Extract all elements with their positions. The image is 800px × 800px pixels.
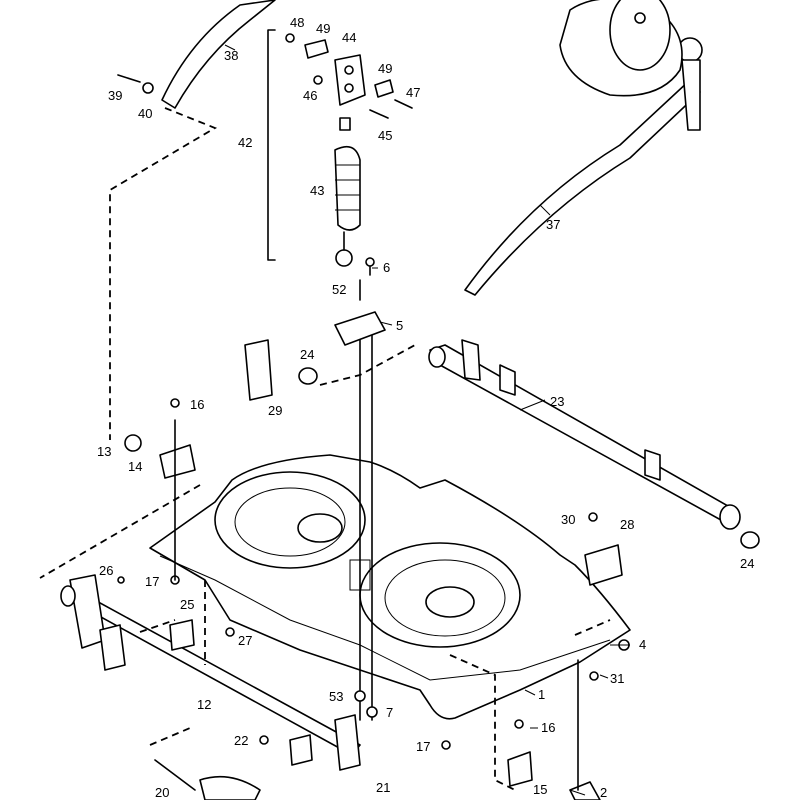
callout-22: 22 [234,733,248,748]
gauge-wheel [559,0,683,97]
front-axle-23 [428,339,741,530]
callout-21: 21 [376,780,390,795]
callout-42: 42 [238,135,252,150]
callout-45: 45 [378,128,392,143]
callout-27: 27 [238,633,252,648]
callout-16-upper: 16 [190,397,204,412]
callout-39: 39 [108,88,122,103]
bracket-25 [169,619,195,651]
bracket-28 [584,544,623,586]
mower-deck [149,454,631,720]
bushing-13 [124,434,142,452]
callout-40: 40 [138,106,152,121]
fasteners [117,74,630,750]
callout-25: 25 [180,597,194,612]
bracket-2 [569,781,601,800]
bracket-29 [244,339,273,401]
callout-7: 7 [386,705,393,720]
label-leaders [224,44,630,796]
pin-20 [154,759,196,791]
callout-24-lower: 24 [740,556,754,571]
callout-20: 20 [155,785,169,800]
bracket-15 [507,751,533,787]
callout-46: 46 [303,88,317,103]
lift-arm-38 [161,0,276,109]
callout-52: 52 [332,282,346,297]
rear-axle-12 [60,574,361,771]
bushing-24-lower [740,531,760,549]
callout-47: 47 [406,85,420,100]
callout-37: 37 [546,217,560,232]
callout-15: 15 [533,782,547,797]
callout-23: 23 [550,394,564,409]
callout-17-bottom: 17 [416,739,430,754]
wheel-21 [199,775,261,800]
callout-53: 53 [329,689,343,704]
callout-5: 5 [396,318,403,333]
spring-assembly [267,29,413,267]
callout-16-lower: 16 [541,720,555,735]
callout-31: 31 [610,671,624,686]
callout-13: 13 [97,444,111,459]
callout-28: 28 [620,517,634,532]
callout-30: 30 [561,512,575,527]
bracket-5 [334,257,386,346]
callout-44: 44 [342,30,356,45]
callout-38: 38 [224,48,238,63]
callout-26: 26 [99,563,113,578]
callout-43: 43 [310,183,324,198]
callout-17-left: 17 [145,574,159,589]
dashed-guides [39,107,611,791]
callout-29: 29 [268,403,282,418]
bracket-14 [159,444,196,479]
callout-49-lower: 49 [378,61,392,76]
callout-labels: 1 2 4 5 6 7 12 13 14 15 16 16 17 17 20 2… [97,15,754,800]
callout-12: 12 [197,697,211,712]
callout-14: 14 [128,459,142,474]
callout-48: 48 [290,15,304,30]
callout-6: 6 [383,260,390,275]
callout-2: 2 [600,785,607,800]
callout-4: 4 [639,637,646,652]
bushing-24-upper [298,367,318,385]
callout-49-upper: 49 [316,21,330,36]
callout-1: 1 [538,687,545,702]
callout-24-upper: 24 [300,347,314,362]
